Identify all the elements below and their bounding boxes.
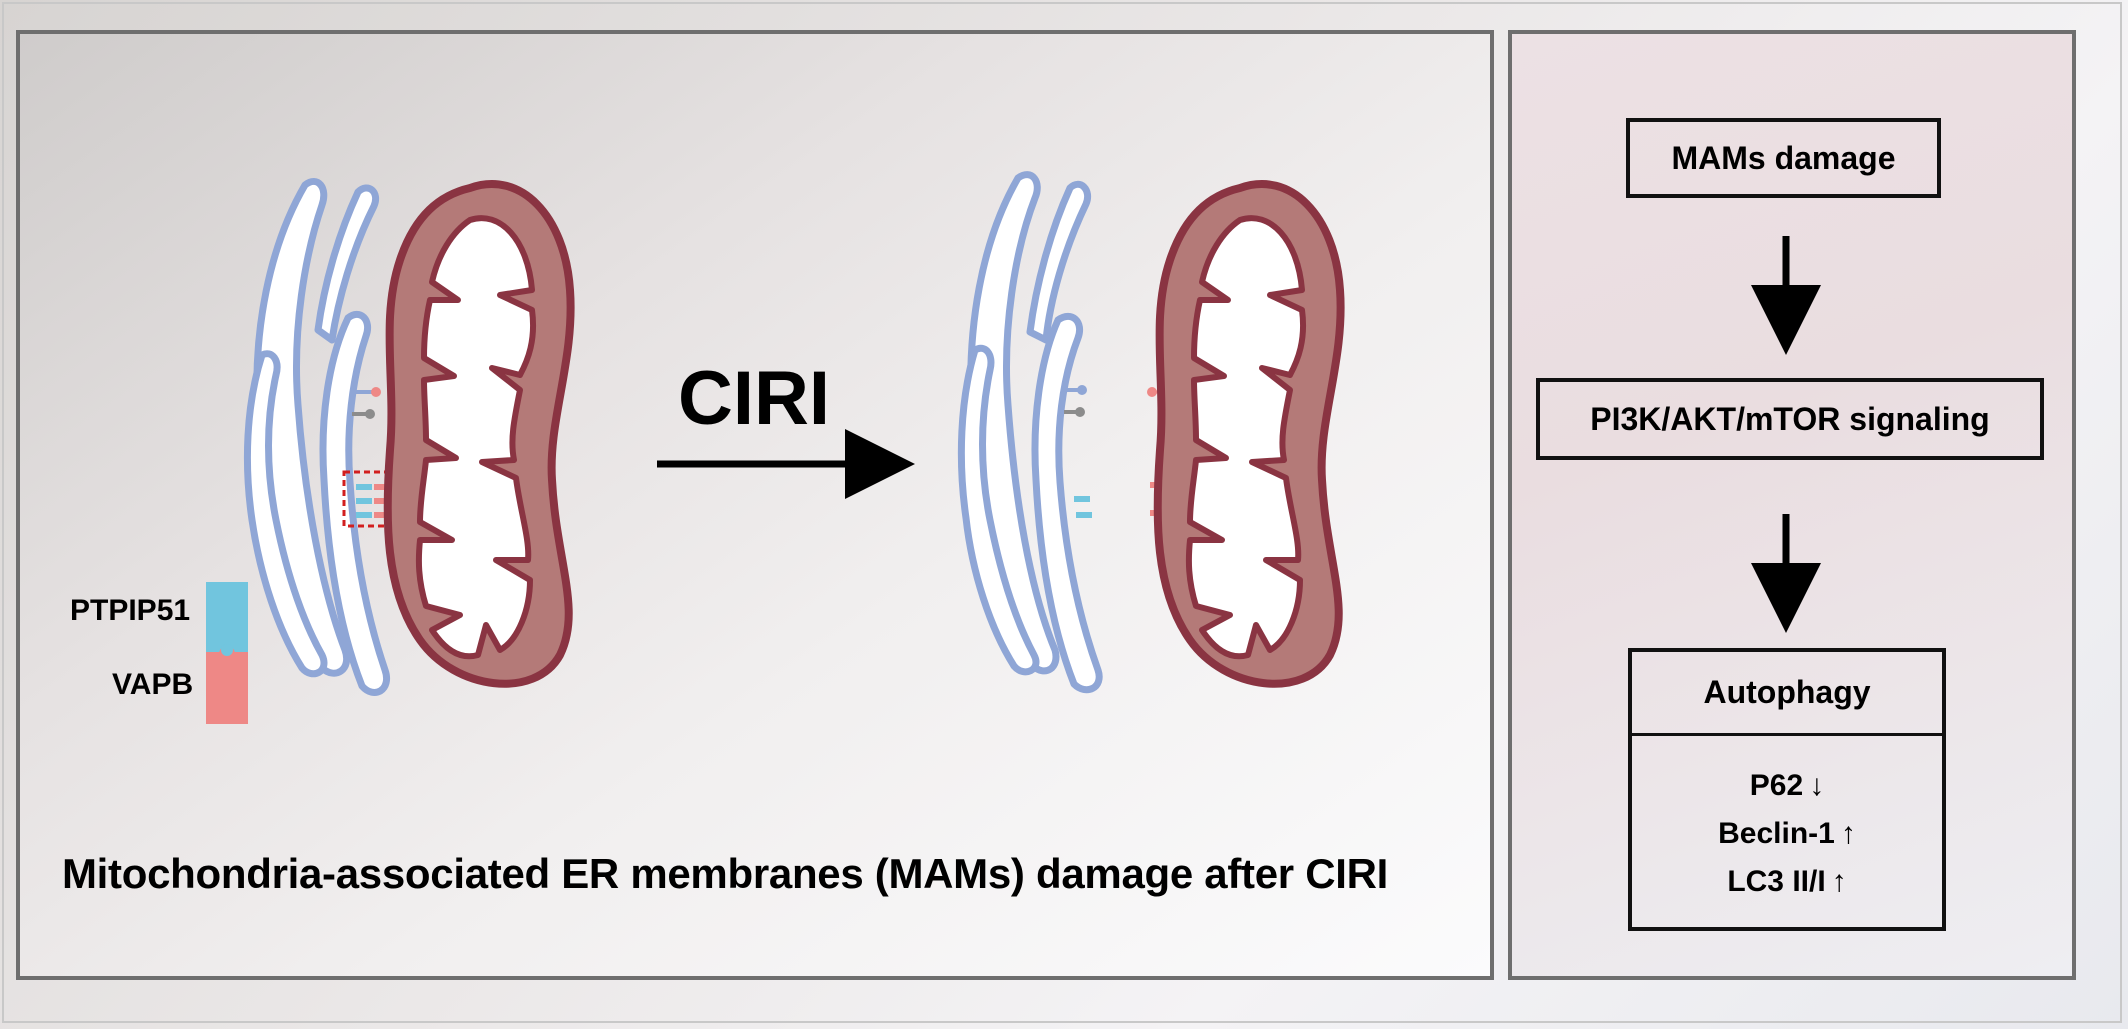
autophagy-box: Autophagy P62↓ Beclin-1↑ LC3 II/I↑ [1628,648,1946,931]
er-after [957,171,1103,694]
mito-cristae [415,215,537,660]
pi3k-signaling-box: PI3K/AKT/mTOR signaling [1536,378,2044,460]
autophagy-pathway-panel [1508,30,2076,980]
ciri-label: CIRI [678,356,830,441]
autophagy-markers: P62↓ Beclin-1↑ LC3 II/I↑ [1632,736,1942,906]
marker-beclin1: Beclin-1↑ [1632,810,1942,858]
down-arrow-icon: ↓ [1809,769,1825,802]
legend-vapb-label: VAPB [112,668,194,701]
mams-damage-box: MAMs damage [1626,118,1941,198]
er-sheet-branch-top [314,184,379,344]
legend-swatches [206,582,248,724]
marker-lc3: LC3 II/I↑ [1632,858,1942,906]
autophagy-title: Autophagy [1632,652,1942,736]
legend-ptpip51-label: PTPIP51 [70,594,191,627]
tethers-after [1064,385,1166,518]
marker-name: LC3 II/I [1727,865,1826,898]
er-before [243,178,391,696]
er-sheet-inner-2 [243,350,328,678]
mitochondrion-after [1153,180,1345,688]
up-arrow-icon: ↑ [1831,865,1847,898]
marker-name: Beclin-1 [1718,817,1835,850]
vapb-swatch [206,652,248,724]
er-sheet-inner [319,310,391,696]
ptpip51-vapb-pairs [356,484,390,518]
marker-name: P62 [1749,769,1804,802]
ptpip51-swatch [206,582,248,652]
marker-p62: P62↓ [1632,762,1942,810]
up-arrow-icon: ↑ [1840,817,1856,850]
mitochondrion-before [383,180,575,688]
figure-caption: Mitochondria-associated ER membranes (MA… [62,850,1388,897]
